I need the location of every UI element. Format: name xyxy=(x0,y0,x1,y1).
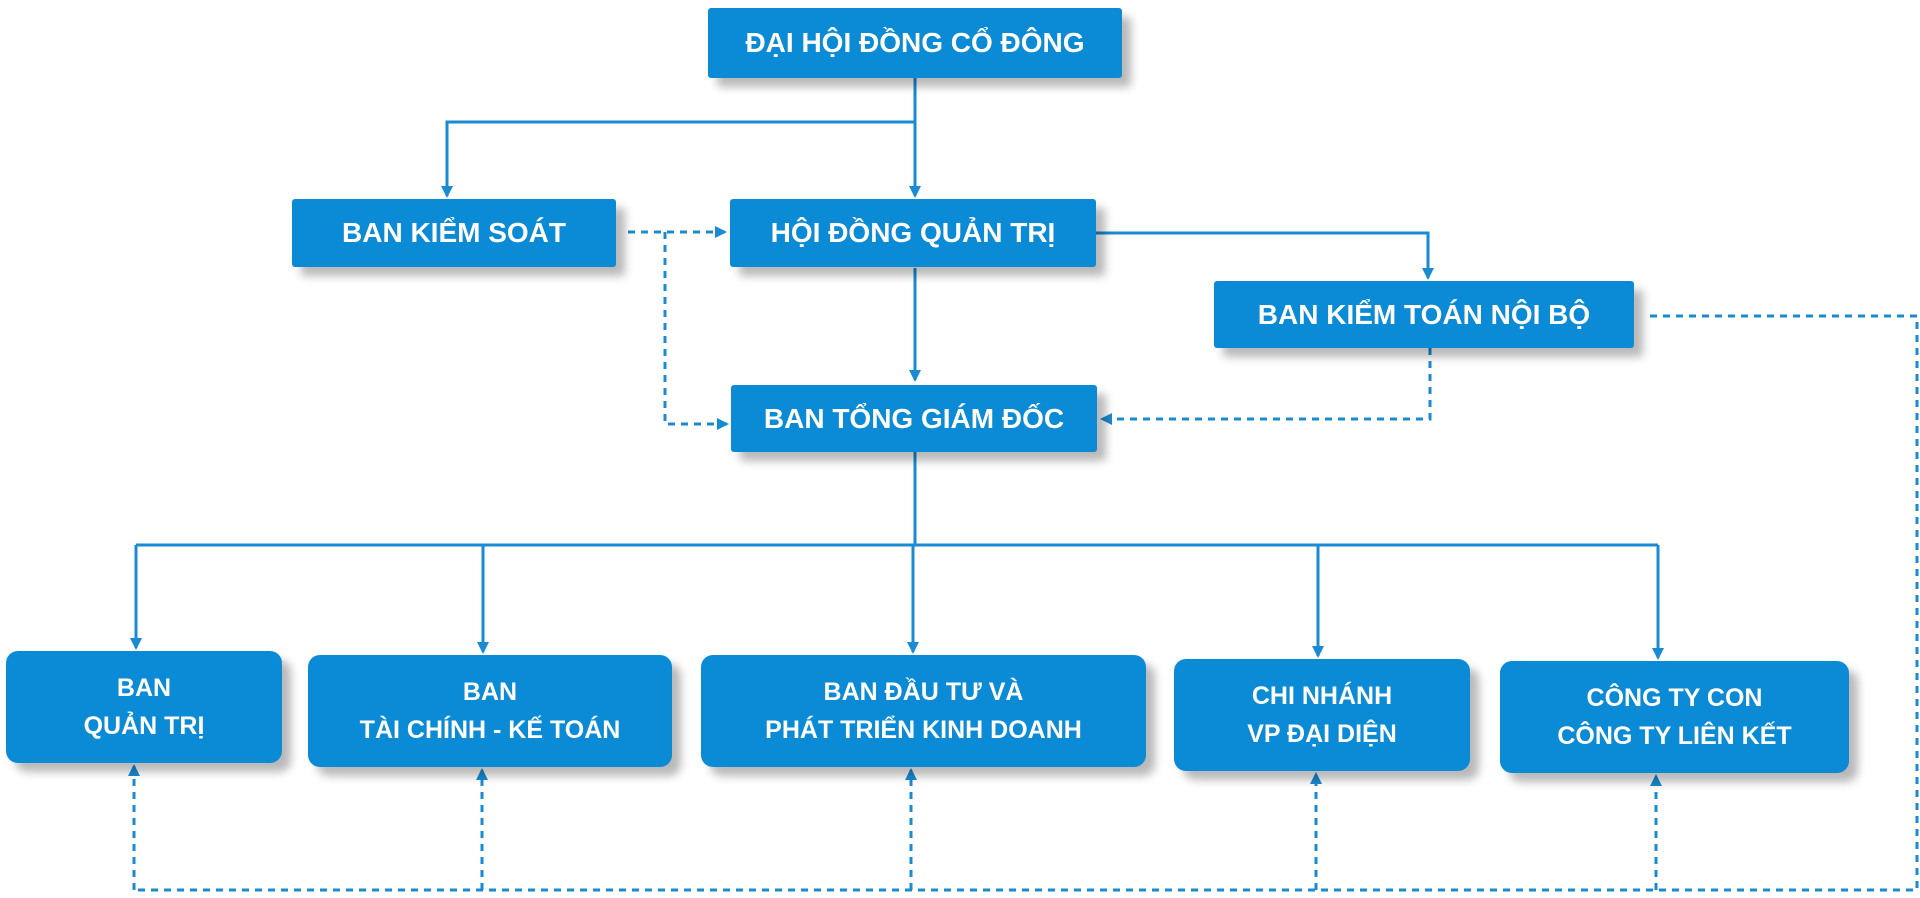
node-cong-ty-con-lien-ket: CÔNG TY CON CÔNG TY LIÊN KẾT xyxy=(1500,661,1849,773)
node-chi-nhanh-vp-dai-dien: CHI NHÁNH VP ĐẠI DIỆN xyxy=(1174,659,1470,771)
node-label: HỘI ĐỒNG QUẢN TRỊ xyxy=(770,217,1056,248)
node-dai-hoi-dong-co-dong: ĐẠI HỘI ĐỒNG CỔ ĐÔNG xyxy=(708,8,1122,78)
node-ban-quan-tri: BAN QUẢN TRỊ xyxy=(6,651,282,763)
node-label: BAN KIỂM SOÁT xyxy=(342,217,566,248)
node-label: ĐẠI HỘI ĐỒNG CỔ ĐÔNG xyxy=(745,27,1085,58)
node-ban-tai-chinh-ke-toan: BAN TÀI CHÍNH - KẾ TOÁN xyxy=(308,655,672,767)
node-label-line-2: TÀI CHÍNH - KẾ TOÁN xyxy=(359,716,621,744)
node-label-line-2: VP ĐẠI DIỆN xyxy=(1247,720,1397,748)
node-label-line-2: QUẢN TRỊ xyxy=(83,712,205,740)
dashed-bks-to-btgd xyxy=(663,232,729,430)
dashed-bktnb-feedback xyxy=(134,314,1919,892)
node-label: BAN TỔNG GIÁM ĐỐC xyxy=(763,402,1065,434)
node-ban-tong-giam-doc: BAN TỔNG GIÁM ĐỐC xyxy=(731,385,1097,452)
node-label-line-1: BAN ĐẦU TƯ VÀ xyxy=(823,678,1024,706)
node-label-line-1: BAN xyxy=(462,678,518,706)
node-hoi-dong-quan-tri: HỘI ĐỒNG QUẢN TRỊ xyxy=(730,199,1096,267)
line-dhdcd-to-bks xyxy=(441,120,915,198)
node-label-line-2: PHÁT TRIỂN KINH DOANH xyxy=(765,716,1082,744)
node-label-line-1: CHI NHÁNH xyxy=(1251,682,1393,710)
dashed-bktnb-to-btgd xyxy=(1100,348,1432,425)
line-hdqt-to-bktnb xyxy=(1096,231,1434,280)
node-ban-kiem-soat: BAN KIỂM SOÁT xyxy=(292,199,616,267)
node-ban-dau-tu-phat-trien: BAN ĐẦU TƯ VÀ PHÁT TRIỂN KINH DOANH xyxy=(701,655,1146,767)
node-label-line-1: CÔNG TY CON xyxy=(1586,684,1763,712)
node-label: BAN KIỂM TOÁN NỘI BỘ xyxy=(1257,298,1591,330)
node-ban-kiem-toan-noi-bo: BAN KIỂM TOÁN NỘI BỘ xyxy=(1214,281,1634,348)
node-label-line-2: CÔNG TY LIÊN KẾT xyxy=(1557,722,1792,750)
node-label-line-1: BAN xyxy=(116,674,172,702)
